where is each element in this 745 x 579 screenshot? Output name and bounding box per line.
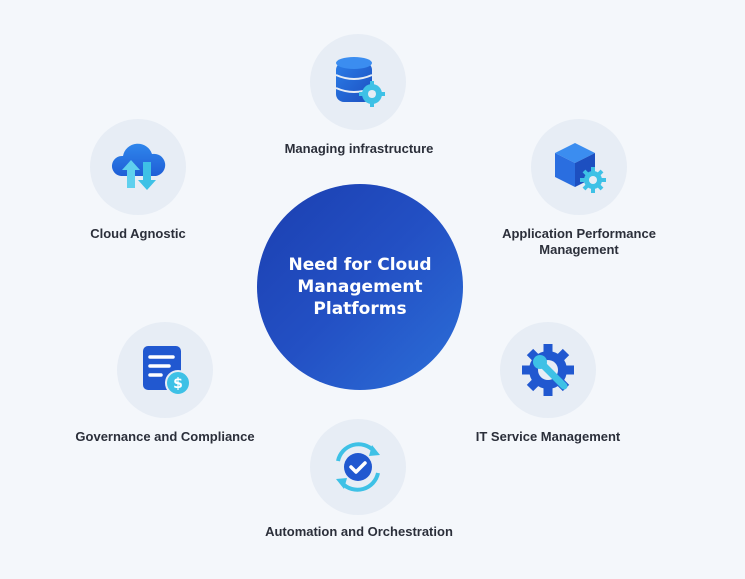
gear-wrench-icon [522,344,574,396]
center-hub: Need for Cloud Management Platforms [257,184,463,390]
node-cloud-agnostic [90,119,186,215]
center-title: Need for Cloud Management Platforms [288,255,432,319]
node-managing-infrastructure [310,34,406,130]
node-label: IT Service Management [475,429,621,444]
node-automation [310,419,406,515]
node-governance: $ [117,322,213,418]
node-label: Governance and Compliance [75,429,255,444]
node-it-service [500,322,596,418]
svg-text:$: $ [173,376,183,392]
sync-check-icon [336,442,380,492]
node-label: Managing infrastructure [284,141,434,156]
node-label: Application Performance Management [502,226,656,257]
cloud-transfer-icon [111,143,166,190]
node-application-performance [531,119,627,215]
cube-gear-icon [555,143,606,193]
document-dollar-icon: $ [143,346,191,396]
node-label: Cloud Agnostic [90,226,186,241]
node-label: Automation and Orchestration [265,524,453,539]
database-gear-icon [335,57,385,107]
